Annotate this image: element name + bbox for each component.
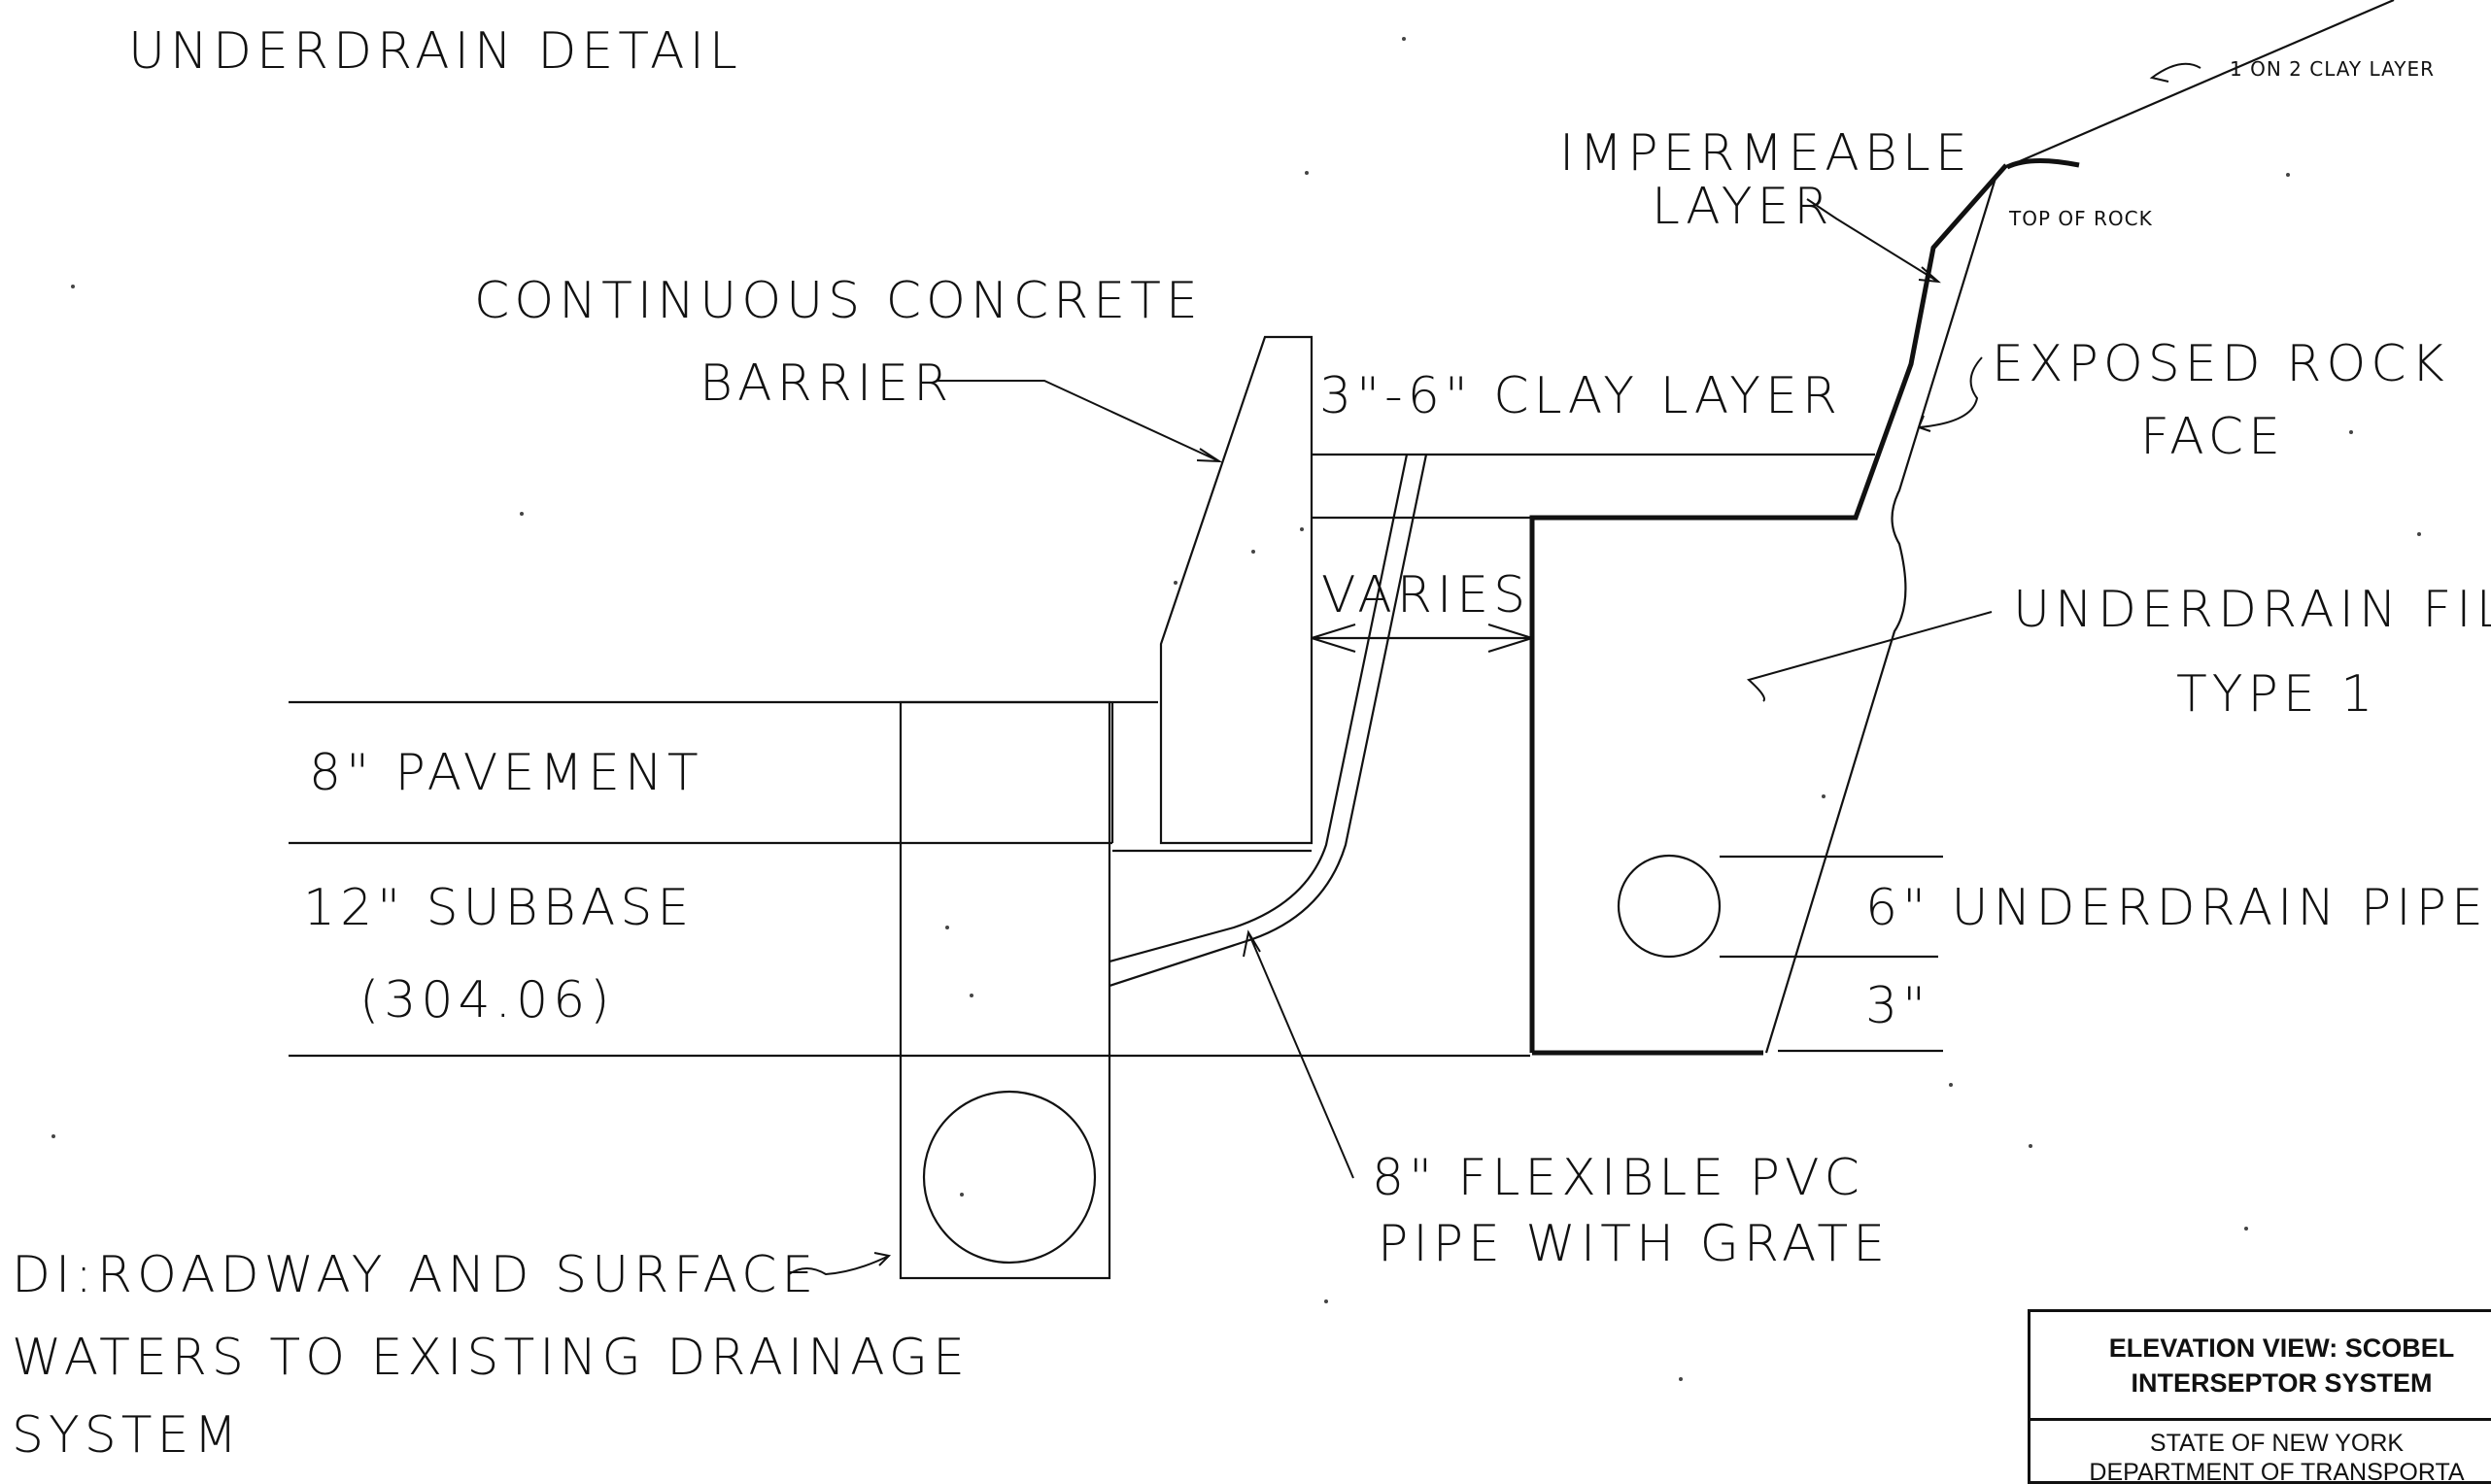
three-inch-label: 3" (1865, 977, 1930, 1035)
filter-leader (1746, 611, 1993, 702)
subbase-label-line1: 12" SUBBASE (303, 879, 694, 937)
pavement-label: 8" PAVEMENT (309, 744, 703, 802)
clay-slope-leader (2149, 62, 2201, 83)
pvc-pipe (1109, 454, 1428, 988)
filter-label-line2: TYPE 1 (2176, 665, 2377, 724)
top-of-rock-line (2005, 157, 2080, 170)
title-block-line4: DEPARTMENT OF TRANSPORTA (2089, 1459, 2465, 1484)
barrier-leader (938, 380, 1223, 463)
drawing-title: UNDERDRAIN DETAIL (128, 22, 742, 81)
pvc-label-line1: 8" FLEXIBLE PVC (1372, 1149, 1864, 1207)
title-block: ELEVATION VIEW: SCOBEL INTERSEPTOR SYSTE… (2028, 1309, 2491, 1484)
drop-inlet (899, 700, 1111, 1280)
impermeable-label-line1: IMPERMEABLE (1559, 124, 1972, 183)
title-block-agency: STATE OF NEW YORK DEPARTMENT OF TRANSPOR… (2030, 1421, 2491, 1484)
top-of-rock-label: TOP OF ROCK (2008, 207, 2153, 230)
title-block-line3: STATE OF NEW YORK (2149, 1430, 2405, 1457)
clay-layer-label: 3"-6" CLAY LAYER (1319, 367, 1842, 425)
pvc-label-line2: PIPE WITH GRATE (1378, 1215, 1890, 1273)
barrier-label-line2: BARRIER (700, 354, 953, 413)
clay-slope-label: 1 ON 2 CLAY LAYER (2230, 57, 2435, 81)
rock-face-leader (1917, 356, 1983, 432)
title-block-line2: INTERSEPTOR SYSTEM (2131, 1367, 2433, 1398)
exposed-rock-face (1764, 174, 1998, 1054)
di-leader (788, 1252, 892, 1276)
drop-inlet-pipe (922, 1090, 1097, 1265)
subbase-label-line2: (304.06) (359, 971, 615, 1029)
filter-label-line1: UNDERDRAIN FILT (2013, 581, 2491, 639)
impermeable-leader (1806, 198, 1941, 284)
rock-face-label-line1: EXPOSED ROCK (1992, 335, 2449, 393)
varies-label: VARIES (1321, 566, 1530, 624)
di-label-line3: SYSTEM (12, 1406, 242, 1462)
barrier-label-line1: CONTINUOUS CONCRETE (474, 272, 1203, 330)
rock-face-label-line2: FACE (2140, 408, 2285, 466)
title-block-header: ELEVATION VIEW: SCOBEL INTERSEPTOR SYSTE… (2030, 1312, 2491, 1421)
drafting-specks (51, 37, 2421, 1381)
varies-dimension-arrow (1311, 623, 1533, 654)
underdrain-pipe (1617, 854, 1722, 959)
di-label-line2: WATERS TO EXISTING DRAINAGE (12, 1329, 970, 1387)
impermeable-label-line2: LAYER (1652, 178, 1833, 236)
clay-slope-line (2005, 0, 2395, 169)
pvc-leader (1243, 929, 1354, 1179)
underdrain-pipe-label: 6" UNDERDRAIN PIPE (1865, 879, 2488, 937)
di-label-line1: DI:ROADWAY AND SURFACE (12, 1246, 818, 1304)
title-block-line1: ELEVATION VIEW: SCOBEL (2108, 1332, 2455, 1363)
underdrain-filter-trench (1529, 163, 2008, 1053)
concrete-barrier (1159, 335, 1314, 845)
